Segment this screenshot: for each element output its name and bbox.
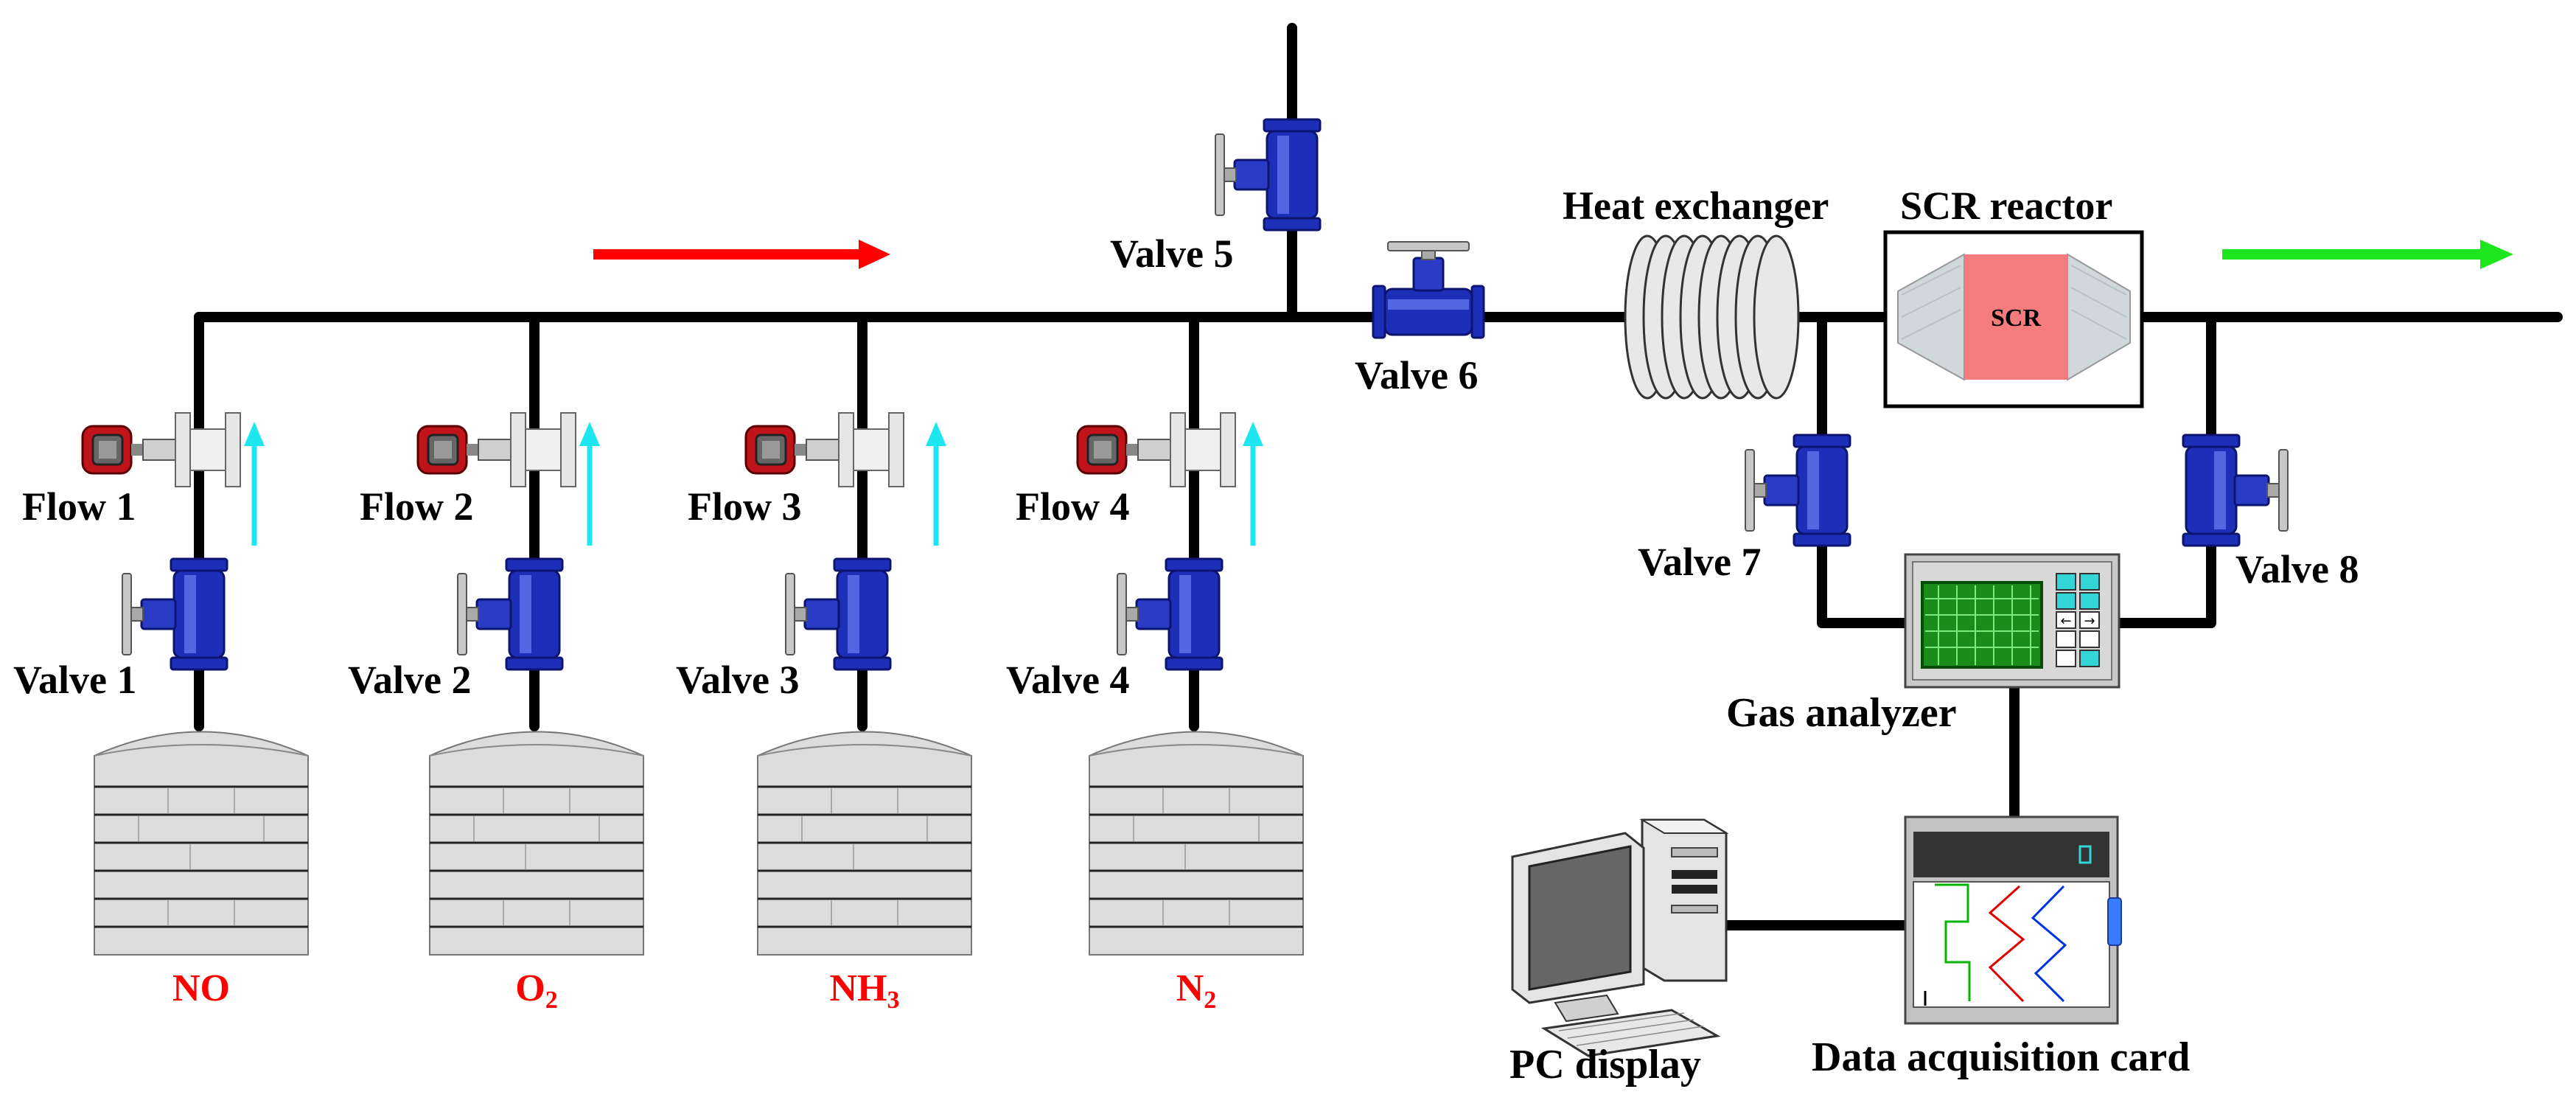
labels: Flow 1 Flow 2 Flow 3 Flow 4 Valve 1 Valv… — [13, 184, 2359, 1088]
outlet-flow-arrow — [2222, 240, 2513, 269]
analyzer-right-key-icon: → — [2084, 613, 2095, 629]
valve-8[interactable] — [2182, 434, 2289, 547]
flow-meter-3[interactable] — [744, 411, 905, 488]
tank-o2 — [428, 731, 645, 956]
main-flow-arrow — [593, 240, 890, 269]
valve-7-label: Valve 7 — [1638, 540, 1762, 584]
daq-red-trace — [1988, 885, 2025, 1003]
flow-3-label: Flow 3 — [688, 484, 802, 529]
branch-up-arrows — [244, 422, 1263, 546]
tank-nh3 — [756, 731, 973, 956]
valve-1-label: Valve 1 — [13, 658, 137, 702]
valve-3-label: Valve 3 — [676, 658, 800, 702]
valve-1[interactable] — [121, 557, 228, 671]
tank-n2 — [1088, 731, 1305, 956]
flow-2-label: Flow 2 — [360, 484, 474, 529]
sample-pipe-inlet — [1817, 312, 1918, 628]
gas-label-no: NO — [172, 967, 230, 1009]
up-arrow-1 — [244, 422, 265, 546]
daq-blue-trace — [2031, 885, 2067, 1003]
valve-7[interactable] — [1744, 434, 1851, 547]
up-arrow-3 — [926, 422, 946, 546]
flow-4-label: Flow 4 — [1016, 484, 1130, 529]
tank-no — [93, 731, 310, 956]
gas-analyzer-label: Gas analyzer — [1726, 690, 1957, 736]
gas-label-n2: N2 — [1176, 967, 1217, 1014]
flow-meter-2[interactable] — [416, 411, 577, 488]
valve-6[interactable] — [1372, 240, 1485, 339]
daq-card-label: Data acquisition card — [1812, 1034, 2190, 1080]
gas-label-o2: O2 — [515, 967, 557, 1014]
valve-5-label: Valve 5 — [1110, 232, 1234, 276]
gas-analyzer[interactable]: ← → — [1904, 553, 2121, 689]
scr-reactor-label: SCR reactor — [1900, 184, 2112, 228]
gas-label-nh3: NH3 — [830, 967, 900, 1014]
analyzer-keypad[interactable] — [2056, 573, 2100, 667]
flow-1-label: Flow 1 — [22, 484, 136, 529]
valve-4-label: Valve 4 — [1006, 658, 1130, 702]
valve-5[interactable] — [1214, 118, 1322, 232]
sample-pipe-outlet — [2110, 312, 2216, 628]
pc-display-label: PC display — [1509, 1042, 1701, 1088]
valve-4[interactable] — [1116, 557, 1224, 671]
daq-green-trace — [1935, 883, 1971, 1001]
flow-meter-4[interactable] — [1076, 411, 1237, 488]
valve-8-label: Valve 8 — [2235, 547, 2359, 591]
up-arrow-4 — [1243, 422, 1263, 546]
heat-exchanger[interactable] — [1624, 234, 1800, 400]
scr-reactor[interactable]: SCR — [1883, 230, 2144, 408]
valve-3[interactable] — [784, 557, 892, 671]
analyzer-left-key-icon: ← — [2060, 613, 2071, 629]
valve-2-label: Valve 2 — [348, 658, 472, 702]
scr-core-label: SCR — [1991, 305, 2041, 332]
valve-2[interactable] — [456, 557, 564, 671]
up-arrow-2 — [579, 422, 600, 546]
flow-meter-1[interactable] — [81, 411, 242, 488]
heat-exchanger-label: Heat exchanger — [1563, 184, 1829, 228]
pc-display[interactable] — [1511, 818, 1729, 1057]
valve-6-label: Valve 6 — [1355, 353, 1479, 397]
data-acquisition-card[interactable] — [1904, 815, 2122, 1025]
